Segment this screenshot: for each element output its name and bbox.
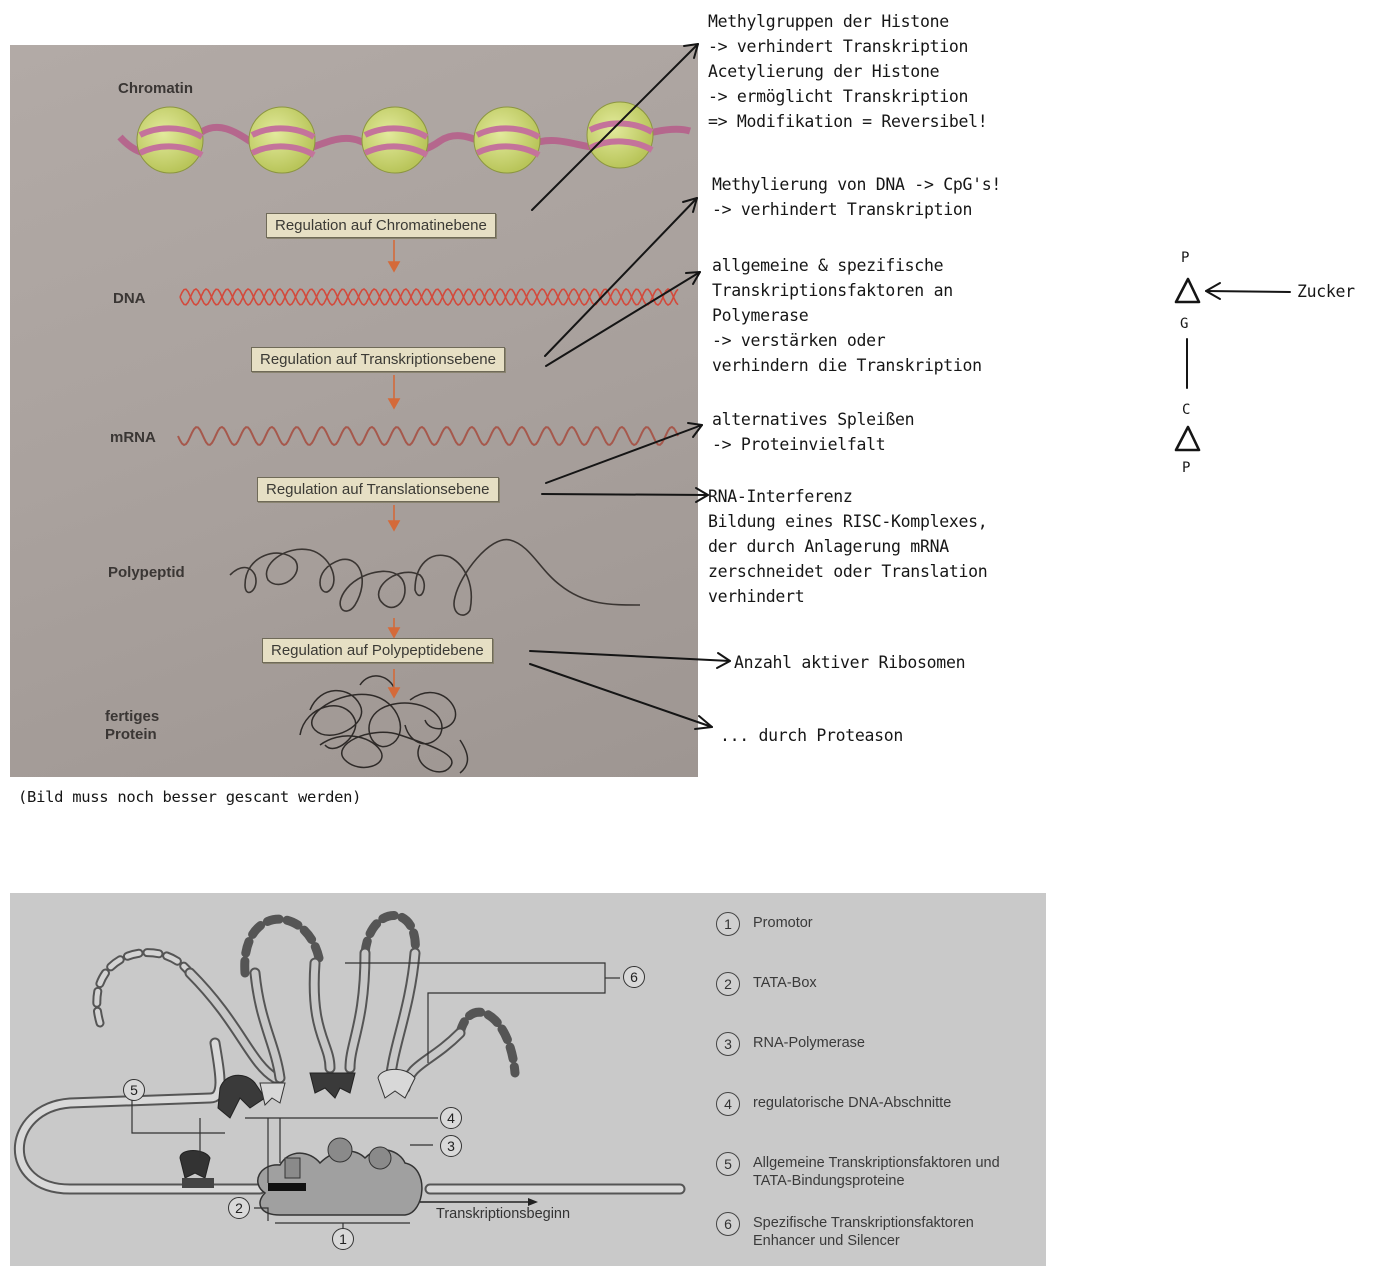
diagram-number-5: 5 bbox=[123, 1079, 145, 1101]
diagram-number-1: 1 bbox=[332, 1228, 354, 1250]
tentacle-solid-2-fill bbox=[251, 969, 284, 1082]
arrow-zucker bbox=[1205, 290, 1291, 293]
arrow-transkription-tf bbox=[545, 271, 701, 367]
note-dna-methylierung: Methylierung von DNA -> CpG's! -> verhin… bbox=[712, 175, 1002, 219]
legend-number-3: 3 bbox=[716, 1032, 740, 1056]
tentacle-dashed-3 bbox=[360, 911, 420, 958]
legend-text-4: regulatorische DNA-Abschnitte bbox=[753, 1095, 952, 1111]
sugar-triangle-top bbox=[1174, 277, 1201, 304]
tentacle-dashed-4 bbox=[455, 1007, 520, 1078]
diagram-number-4: 4 bbox=[440, 1107, 462, 1129]
legend-text-6: Spezifische Transkriptionsfaktoren Enhan… bbox=[753, 1215, 974, 1249]
sketch-p-top: P bbox=[1181, 250, 1190, 266]
legend-number-4: 4 bbox=[716, 1092, 740, 1116]
transkriptionsbeginn-label: Transkriptionsbeginn bbox=[436, 1206, 571, 1222]
chromatin-wraps bbox=[138, 120, 654, 158]
leader-lines bbox=[131, 962, 620, 1231]
photo-caption: (Bild muss noch besser gescant werden) bbox=[18, 788, 362, 806]
note-ribosomen: Anzahl aktiver Ribosomen bbox=[734, 653, 966, 672]
legend-item-5: 5 Allgemeine Transkriptionsfaktoren und … bbox=[716, 1152, 1000, 1190]
arrowhead-histone bbox=[683, 43, 699, 59]
note-proteason: ... durch Proteason bbox=[720, 726, 904, 745]
sketch-p-bottom: P bbox=[1182, 460, 1191, 476]
legend-number-1: 1 bbox=[716, 912, 740, 936]
tentacle-solid-3-fill bbox=[310, 949, 369, 1072]
label-fertiges-protein: fertiges Protein bbox=[105, 708, 159, 744]
arrowhead-dna-methyl bbox=[682, 197, 698, 213]
polypeptide-chain bbox=[229, 538, 641, 616]
transcription-figure: 6 5 4 3 2 1 Transkriptionsbeginn 1 Promo… bbox=[10, 893, 1046, 1266]
transkriptionsbeginn-arrowhead bbox=[528, 1198, 538, 1206]
legend-number-6: 6 bbox=[716, 1212, 740, 1236]
box-polypeptidebene: Regulation auf Polypeptidebene bbox=[262, 638, 493, 663]
sketch-g: G bbox=[1180, 316, 1189, 332]
tentacle-dashed-1-fill bbox=[94, 950, 193, 1026]
label-fertiges: fertiges bbox=[105, 708, 160, 725]
arrowhead-splicing bbox=[687, 422, 703, 438]
box-translationsebene: Regulation auf Translationsebene bbox=[257, 477, 499, 502]
transcription-diagram bbox=[13, 911, 686, 1231]
dna-strand-1 bbox=[179, 288, 679, 306]
arrow-polypeptid-proteason bbox=[529, 663, 713, 728]
label-chromatin: Chromatin bbox=[118, 80, 193, 97]
arrowhead-rnai bbox=[695, 487, 709, 503]
legend-text-3: RNA-Polymerase bbox=[753, 1035, 865, 1051]
dna-loop-fill bbox=[15, 1039, 684, 1193]
note-transkriptionsfaktoren: allgemeine & spezifische Transkriptionsf… bbox=[712, 256, 982, 375]
sugar-triangle-bottom bbox=[1174, 425, 1201, 452]
arrow-chromatin-histone bbox=[531, 43, 699, 211]
folded-protein bbox=[299, 675, 469, 774]
box-chromatinebene: Regulation auf Chromatinebene bbox=[266, 213, 496, 238]
sketch-c: C bbox=[1182, 402, 1191, 418]
flow-arrows bbox=[387, 240, 401, 699]
legend-item-3: 3 RNA-Polymerase bbox=[716, 1032, 865, 1056]
arrow-transkription-dna-methyl bbox=[544, 197, 698, 357]
diagram-number-2: 2 bbox=[228, 1197, 250, 1219]
legend-text-2: TATA-Box bbox=[753, 975, 817, 991]
legend-number-2: 2 bbox=[716, 972, 740, 996]
tentacle-solid-1-fill bbox=[186, 969, 279, 1082]
mrna-strand bbox=[177, 425, 679, 447]
note-spleissen: alternatives Spleißen -> Proteinvielfalt bbox=[712, 410, 915, 454]
arrow-translation-rnai bbox=[541, 493, 709, 496]
diagram-number-6: 6 bbox=[623, 966, 645, 988]
arrowhead-tf bbox=[685, 271, 701, 285]
nucleosomes bbox=[136, 101, 654, 174]
legend-item-4: 4 regulatorische DNA-Abschnitte bbox=[716, 1092, 951, 1116]
textbook-photo: Chromatin DNA mRNA Polypeptid fertiges P… bbox=[10, 45, 698, 777]
arrow-polypeptid-ribosomen bbox=[529, 650, 731, 662]
tentacle-dashed-2 bbox=[240, 914, 325, 978]
box-transkriptionsebene: Regulation auf Transkriptionsebene bbox=[251, 347, 505, 372]
legend-item-6: 6 Spezifische Transkriptionsfaktoren Enh… bbox=[716, 1212, 974, 1250]
protein-complexes bbox=[179, 1068, 423, 1216]
arrowhead-ribosomen bbox=[716, 652, 731, 669]
legend-text-1: Promotor bbox=[753, 915, 813, 931]
arrowhead-zucker bbox=[1205, 282, 1221, 300]
diagram-number-3: 3 bbox=[440, 1135, 462, 1157]
sketch-zucker: Zucker bbox=[1297, 282, 1355, 301]
legend-item-2: 2 TATA-Box bbox=[716, 972, 817, 996]
photo-drawing bbox=[117, 101, 692, 774]
legend-number-5: 5 bbox=[716, 1152, 740, 1176]
label-mrna: mRNA bbox=[110, 429, 156, 446]
label-polypeptid: Polypeptid bbox=[108, 564, 185, 581]
legend-text-5: Allgemeine Transkriptionsfaktoren und TA… bbox=[753, 1155, 1000, 1189]
label-dna: DNA bbox=[113, 290, 146, 307]
note-histone: Methylgruppen der Histone -> verhindert … bbox=[708, 12, 988, 131]
legend-item-1: 1 Promotor bbox=[716, 912, 813, 936]
note-rna-interferenz: RNA-Interferenz Bildung eines RISC-Kompl… bbox=[708, 487, 988, 606]
arrowhead-proteason bbox=[694, 715, 713, 730]
label-protein: Protein bbox=[105, 726, 157, 743]
arrow-translation-splicing bbox=[545, 424, 703, 484]
